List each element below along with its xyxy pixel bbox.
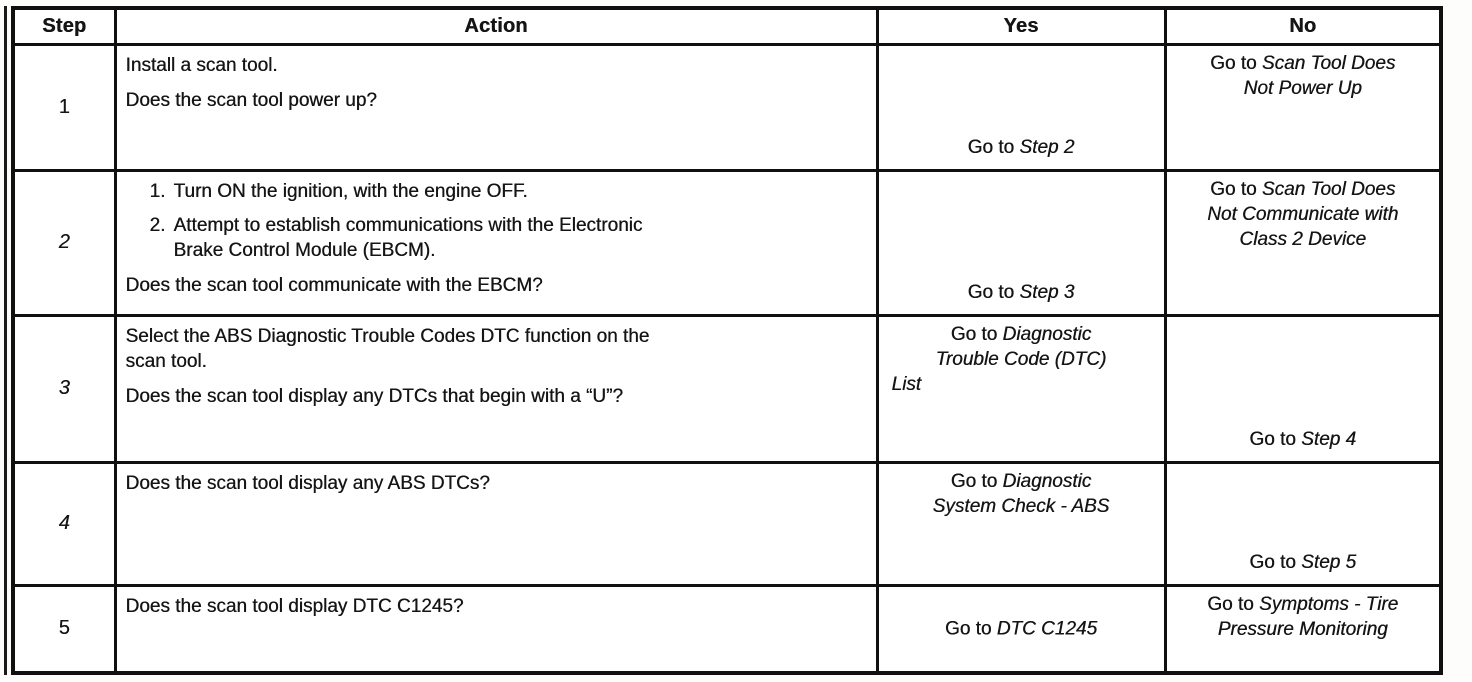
- header-row: Step Action Yes No: [11, 6, 1443, 46]
- step-number: 2: [11, 168, 117, 317]
- diagnostic-table: Step Action Yes No 1 Install a scan tool…: [11, 6, 1443, 675]
- table-row-step-5: 5 Does the scan tool display DTC C1245? …: [11, 583, 1443, 675]
- step-number: 4: [11, 460, 117, 587]
- go-to-reference: Go to Step 2: [967, 136, 1075, 158]
- reference-name: Scan Tool Does: [1261, 178, 1396, 200]
- action-paragraph: Select the ABS Diagnostic Trouble Codes …: [125, 325, 650, 372]
- reference-name: Step 3: [1019, 281, 1075, 303]
- action-question: Does the scan tool display any DTCs that…: [125, 385, 623, 407]
- reference-name: Step 4: [1301, 428, 1357, 450]
- column-header-no: No: [1163, 6, 1443, 46]
- step-number: 1: [11, 42, 117, 172]
- go-to-reference: Go to Step 3: [967, 281, 1075, 303]
- no-cell: Go to Scan Tool Does Not Power Up: [1163, 42, 1443, 172]
- no-cell: Go to Symptoms - Tire Pressure Monitorin…: [1163, 583, 1443, 675]
- action-cell: Select the ABS Diagnostic Trouble Codes …: [113, 313, 879, 464]
- action-question: Does the scan tool display any ABS DTCs?: [125, 472, 490, 494]
- action-question: Does the scan tool power up?: [125, 89, 377, 111]
- go-to-reference: Go to Scan Tool Does Not Communicate wit…: [1207, 178, 1399, 250]
- go-to-reference: Go to DTC C1245: [944, 618, 1098, 640]
- yes-cell: Go to Step 3: [875, 168, 1167, 317]
- yes-cell: Go to Diagnostic System Check - ABS: [875, 460, 1167, 587]
- column-header-yes: Yes: [875, 6, 1167, 46]
- column-header-step: Step: [11, 6, 117, 46]
- action-cell: Does the scan tool display any ABS DTCs?: [113, 460, 879, 587]
- action-cell: Does the scan tool display DTC C1245?: [113, 583, 879, 675]
- step-number: 3: [11, 313, 117, 464]
- yes-cell: Go to Diagnostic Trouble Code (DTC) List: [875, 313, 1167, 464]
- table-row-step-3: 3 Select the ABS Diagnostic Trouble Code…: [11, 313, 1443, 464]
- yes-cell: Go to DTC C1245: [875, 583, 1167, 675]
- action-question: Does the scan tool display DTC C1245?: [125, 595, 464, 617]
- reference-name: Diagnostic: [1002, 323, 1092, 345]
- action-cell: 1. Turn ON the ignition, with the engine…: [113, 168, 879, 317]
- go-to-reference: Go to Scan Tool Does Not Power Up: [1210, 52, 1396, 99]
- table-row-step-4: 4 Does the scan tool display any ABS DTC…: [11, 460, 1443, 587]
- go-to-reference: Go to Symptoms - Tire Pressure Monitorin…: [1207, 593, 1399, 640]
- no-cell: Go to Step 5: [1163, 460, 1443, 587]
- reference-name: DTC C1245: [996, 618, 1098, 640]
- go-to-reference: Go to Step 4: [1249, 428, 1357, 450]
- action-list-item: 2. Attempt to establish communications w…: [149, 214, 643, 261]
- reference-name: Step 5: [1301, 551, 1357, 573]
- go-to-reference: Go to Diagnostic System Check - ABS: [932, 470, 1110, 517]
- go-to-reference: Go to Diagnostic Trouble Code (DTC) List: [891, 323, 1107, 395]
- action-paragraph: Install a scan tool.: [125, 54, 278, 76]
- action-question: Does the scan tool communicate with the …: [125, 274, 543, 296]
- diagnostic-table-frame: Step Action Yes No 1 Install a scan tool…: [4, 6, 1443, 675]
- column-header-action: Action: [113, 6, 879, 46]
- action-cell: Install a scan tool. Does the scan tool …: [113, 42, 879, 172]
- yes-cell: Go to Step 2: [875, 42, 1167, 172]
- reference-name: Scan Tool Does: [1261, 52, 1396, 74]
- reference-name: Symptoms - Tire: [1259, 593, 1399, 615]
- reference-name: Step 2: [1019, 136, 1075, 158]
- table-row-step-1: 1 Install a scan tool. Does the scan too…: [11, 42, 1443, 172]
- go-to-reference: Go to Step 5: [1249, 551, 1357, 573]
- reference-name: Diagnostic: [1002, 470, 1092, 492]
- no-cell: Go to Step 4: [1163, 313, 1443, 464]
- table-row-step-2: 2 1. Turn ON the ignition, with the engi…: [11, 168, 1443, 317]
- action-list-item: 1. Turn ON the ignition, with the engine…: [149, 180, 528, 202]
- no-cell: Go to Scan Tool Does Not Communicate wit…: [1163, 168, 1443, 317]
- step-number: 5: [11, 583, 117, 675]
